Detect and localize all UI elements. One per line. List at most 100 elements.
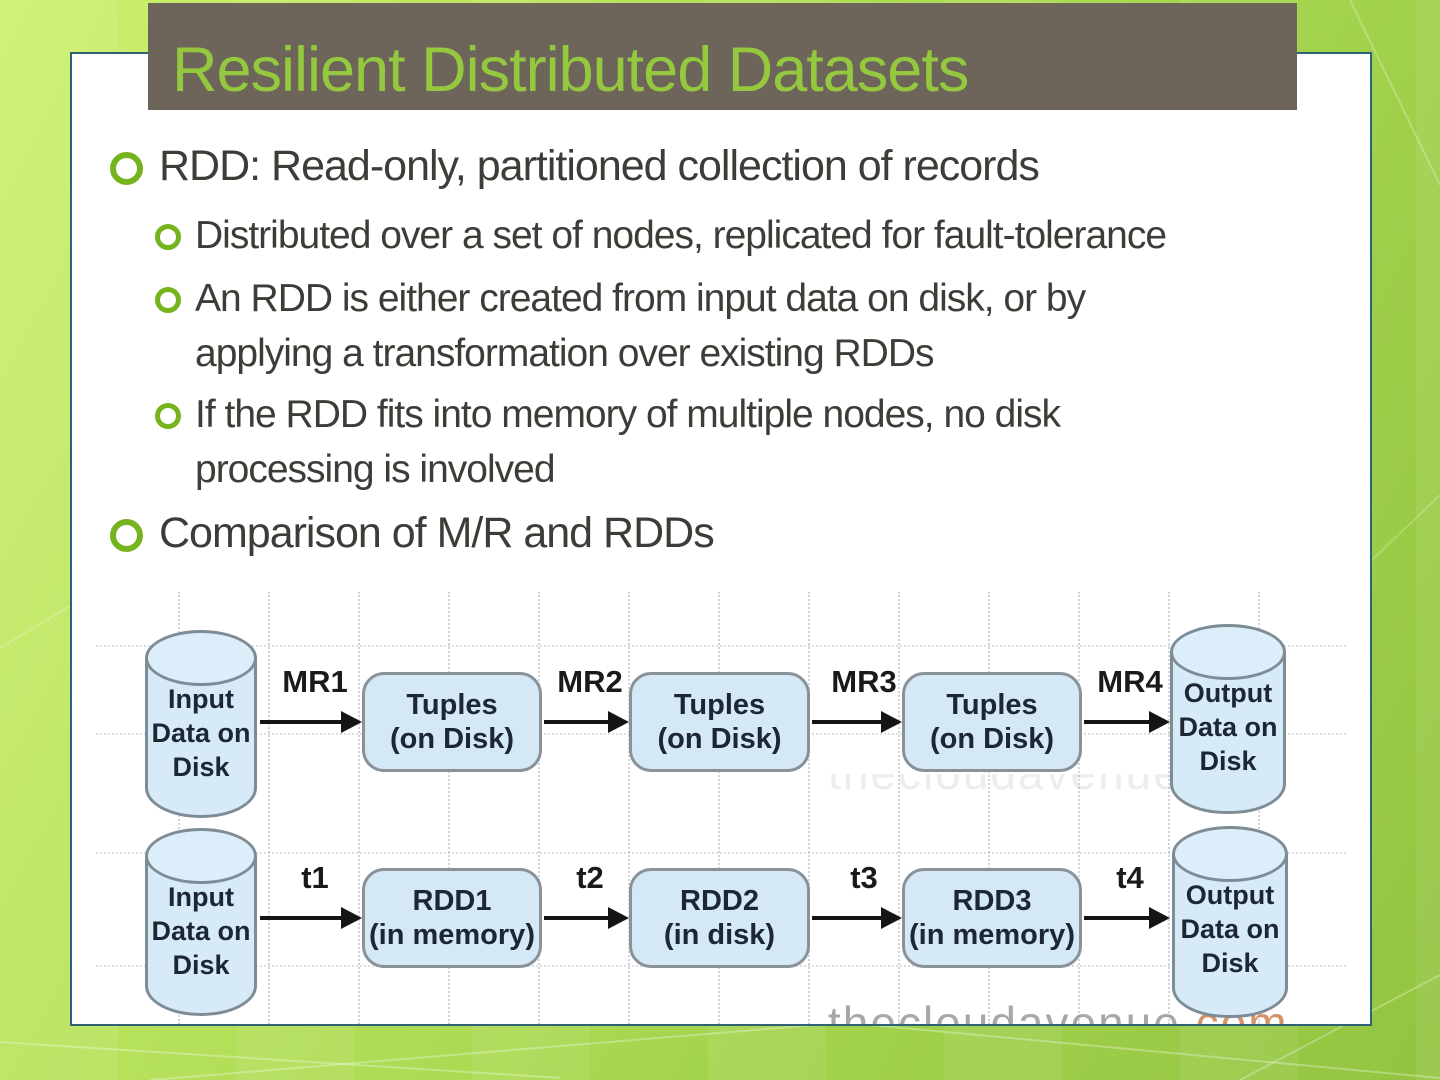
bullet-text: Distributed over a set of nodes, replica… <box>195 208 1167 263</box>
arrow-t4 <box>1084 907 1170 929</box>
node-title: RDD3 <box>952 885 1032 917</box>
node-rdd1: RDD1 (in memory) <box>362 868 542 968</box>
cylinder-output-data-mr: Output Data on Disk <box>1170 624 1286 814</box>
node-title: Tuples <box>673 689 766 721</box>
cylinder-label-line: Disk <box>172 950 230 980</box>
bullet-list: RDD: Read-only, partitioned collection o… <box>108 140 1354 559</box>
grid-line <box>628 592 630 1024</box>
node-tuples-3: Tuples (on Disk) <box>902 672 1082 772</box>
bullet-line: An RDD is either created from input data… <box>195 277 1086 320</box>
node-subtitle: (in memory) <box>369 919 535 951</box>
cylinder-label-line: Disk <box>1199 746 1257 776</box>
grid-line <box>96 852 1346 854</box>
cylinder-input-data-rdd: Input Data on Disk <box>145 828 257 1016</box>
node-title: Tuples <box>406 689 498 721</box>
node-subtitle: (on Disk) <box>929 723 1055 755</box>
bullet-text: An RDD is either created from input data… <box>195 271 1086 381</box>
bullet-line: If the RDD fits into memory of multiple … <box>195 393 1061 436</box>
cylinder-label-line: Data on <box>151 718 251 748</box>
cylinder-label: Input Data on Disk <box>145 880 257 982</box>
bullet-icon <box>155 403 181 429</box>
cylinder-output-data-rdd: Output Data on Disk <box>1172 826 1288 1018</box>
grid-line <box>1078 592 1080 1024</box>
arrow-label-mr4: MR4 <box>1097 664 1163 699</box>
arrow-label-t3: t3 <box>850 860 878 895</box>
arrow-label-mr1: MR1 <box>282 664 348 699</box>
arrow-label-mr3: MR3 <box>831 664 897 699</box>
arrow-label-t4: t4 <box>1116 860 1144 895</box>
node-tuples-2: Tuples (on Disk) <box>629 672 810 772</box>
arrow-t2 <box>544 907 629 929</box>
bullet-icon <box>155 224 181 250</box>
bullet-text: Comparison of M/R and RDDs <box>159 507 715 559</box>
cylinder-label-line: Input <box>168 684 234 714</box>
node-title: RDD2 <box>680 885 759 917</box>
slide-title: Resilient Distributed Datasets <box>172 35 969 105</box>
cylinder-input-data-mr: Input Data on Disk <box>145 630 257 818</box>
slide-body-card: RDD: Read-only, partitioned collection o… <box>70 52 1372 1026</box>
arrow-t1 <box>260 907 362 929</box>
cylinder-label-line: Data on <box>1178 712 1278 742</box>
bullet-icon <box>155 287 181 313</box>
node-subtitle: (in disk) <box>663 919 776 951</box>
arrow-label-mr2: MR2 <box>557 664 623 699</box>
node-tuples-1: Tuples (on Disk) <box>362 672 542 772</box>
cylinder-top-ellipse <box>1172 826 1288 882</box>
bullet-icon <box>110 519 143 552</box>
cylinder-top-ellipse <box>1170 624 1286 680</box>
grid-line <box>448 592 450 1024</box>
bullet-text: If the RDD fits into memory of multiple … <box>195 387 1061 497</box>
bullet-text: RDD: Read-only, partitioned collection o… <box>159 140 1040 192</box>
node-subtitle: (in memory) <box>909 919 1075 951</box>
arrow-mr2 <box>544 711 629 733</box>
bullet-icon <box>110 152 143 185</box>
bullet-line: Comparison of M/R and RDDs <box>159 509 715 557</box>
grid-line <box>268 592 270 1024</box>
arrow-mr1 <box>260 711 362 733</box>
cylinder-top-ellipse <box>145 828 257 884</box>
arrow-t3 <box>812 907 902 929</box>
cylinder-label-line: Output <box>1185 880 1275 910</box>
bullet-item-rdd-created: An RDD is either created from input data… <box>155 271 1354 381</box>
cylinder-label-line: Input <box>168 882 234 912</box>
slide-title-bar: Resilient Distributed Datasets <box>148 3 1297 110</box>
bullet-line: processing is involved <box>195 448 556 491</box>
grid-line <box>538 592 540 1024</box>
node-title: Tuples <box>946 689 1038 721</box>
cylinder-label-line: Disk <box>172 752 230 782</box>
cylinder-label-line: Data on <box>151 916 251 946</box>
watermark-text: thecloudavenue. <box>828 997 1196 1024</box>
bullet-line: RDD: Read-only, partitioned collection o… <box>159 142 1040 190</box>
node-rdd3: RDD3 (in memory) <box>902 868 1082 968</box>
bullet-item-distributed: Distributed over a set of nodes, replica… <box>155 208 1354 263</box>
cylinder-label: Output Data on Disk <box>1170 676 1286 778</box>
bullet-line: applying a transformation over existing … <box>195 332 935 375</box>
mr-vs-rdd-diagram: Input Data on Disk MR1 Tuples (on Disk) … <box>72 592 1370 1024</box>
arrow-label-t1: t1 <box>301 860 329 895</box>
cylinder-label: Input Data on Disk <box>145 682 257 784</box>
bullet-item-fits-memory: If the RDD fits into memory of multiple … <box>155 387 1354 497</box>
bullet-item-rdd: RDD: Read-only, partitioned collection o… <box>108 140 1354 192</box>
grid-line <box>988 592 990 1024</box>
node-title: RDD1 <box>412 885 492 917</box>
bullet-item-comparison: Comparison of M/R and RDDs <box>108 507 1354 559</box>
watermark-text: thecloudavenue. <box>828 774 1196 796</box>
bullet-line: Distributed over a set of nodes, replica… <box>195 214 1167 257</box>
cylinder-label: Output Data on Disk <box>1172 878 1288 980</box>
node-rdd2: RDD2 (in disk) <box>629 868 810 968</box>
cylinder-label-line: Data on <box>1180 914 1280 944</box>
arrow-mr4 <box>1084 711 1170 733</box>
node-subtitle: (on Disk) <box>657 723 782 755</box>
grid-line <box>718 592 720 1024</box>
arrow-mr3 <box>812 711 902 733</box>
grid-line <box>898 592 900 1024</box>
cylinder-label-line: Output <box>1183 678 1273 708</box>
grid-line <box>808 592 810 1024</box>
arrow-label-t2: t2 <box>576 860 604 895</box>
cylinder-top-ellipse <box>145 630 257 686</box>
node-subtitle: (on Disk) <box>389 723 515 755</box>
grid-line <box>358 592 360 1024</box>
grid-line <box>1168 592 1170 1024</box>
grid-line <box>96 645 1346 647</box>
